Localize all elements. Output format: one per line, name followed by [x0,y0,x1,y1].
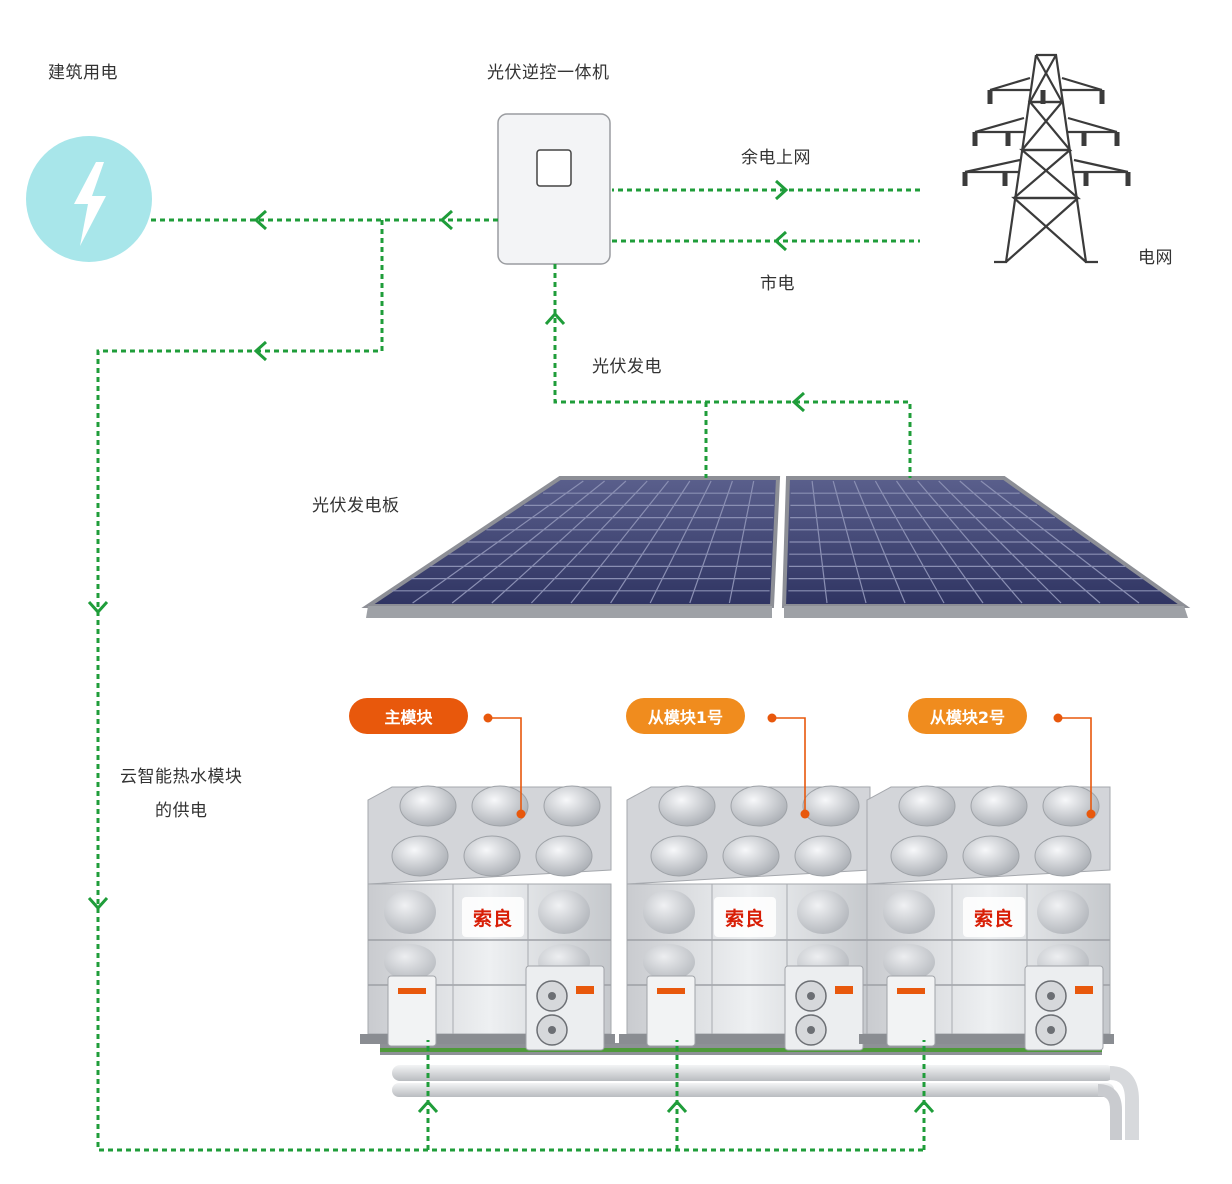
module-pill-slave2-label: 从模块2号 [929,708,1006,727]
supply-label-line2: 的供电 [155,801,208,821]
pipe-bundle [380,1043,1139,1140]
callout-dot-main [483,713,493,723]
building-power-label: 建筑用电 [48,63,118,83]
city-power-label: 市电 [760,274,795,294]
pv-panel-label: 光伏发电板 [312,496,400,516]
callout-dot-slave2-end [1086,809,1096,819]
module-pill-slave1-label: 从模块1号 [647,708,724,727]
surplus-to-grid-label: 余电上网 [741,148,811,168]
flow-arrows [87,179,935,1114]
callout-dot-main-end [516,809,526,819]
brand-logo-slave2: 索良 [963,897,1025,937]
callout-dot-slave1 [767,713,777,723]
grid-label: 电网 [1138,248,1173,268]
module-pill-main: 主模块 [349,698,468,734]
supply-label: 云智能热水模块 的供电 [120,760,243,828]
pv-generation-label: 光伏发电 [592,357,662,377]
water-tank-module-1 [360,785,615,1051]
callout-dot-slave2 [1053,713,1063,723]
brand-logo-slave1: 索良 [714,897,776,937]
supply-label-line1: 云智能热水模块 [120,767,243,787]
solar-panel-right [781,476,1191,618]
callout-dot-slave1-end [800,809,810,819]
transmission-tower-icon [962,53,1131,264]
solar-panel-left [361,476,781,618]
module-pill-slave1: 从模块1号 [626,698,745,734]
inverter-icon [497,113,611,265]
inverter-label: 光伏逆控一体机 [487,63,610,83]
power-icon [26,136,152,262]
module-pill-main-label: 主模块 [384,708,433,727]
module-pill-slave2: 从模块2号 [908,698,1027,734]
brand-logo-main: 索良 [462,897,524,937]
water-tank-module-3 [859,785,1114,1051]
module-callouts [488,717,1092,812]
water-tank-module-2 [619,785,874,1051]
